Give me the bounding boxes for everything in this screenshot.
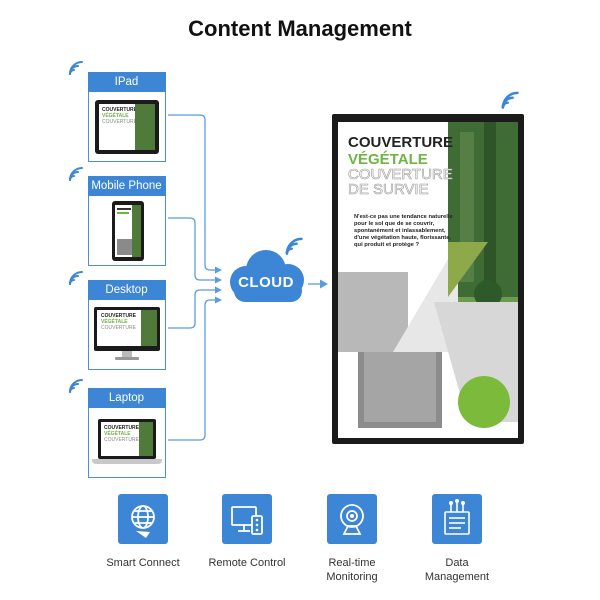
mini-title-3: COUVERTURE	[102, 119, 137, 125]
poster-title-4: DE SURVIE	[348, 181, 429, 199]
feature-label-remote-control: Remote Control	[208, 557, 286, 569]
poster-artwork	[338, 122, 518, 428]
laptop-base	[92, 459, 162, 464]
device-label-laptop: Laptop	[87, 387, 166, 408]
poster-title-1: COUVERTURE	[348, 134, 454, 151]
device-label-mobile-phone: Mobile Phone	[87, 175, 166, 196]
mini-title-3: COUVERTURE	[101, 325, 136, 331]
wifi-icon	[69, 167, 83, 181]
tablet-screen: COUVERTURE VÉGÉTALE COUVERTURE	[99, 104, 155, 150]
poster-body-text: N'est-ce pas une tendance naturelle pour…	[354, 214, 453, 248]
mini-forest-image	[135, 104, 155, 150]
phone-screen	[115, 205, 141, 257]
webcam-icon	[327, 494, 377, 544]
remote-control-icon	[222, 494, 272, 544]
mini-title-bar	[117, 208, 131, 210]
device-label-ipad: IPad	[87, 71, 166, 92]
monitor-stand	[122, 351, 132, 357]
wifi-icon	[69, 271, 83, 285]
device-card-desktop[interactable]: Desktop COUVERTURE VÉGÉTALE COUVERTURE	[87, 279, 166, 370]
mini-forest-image	[139, 422, 153, 456]
mini-title-2: VÉGÉTALE	[101, 319, 128, 325]
feature-label-data-management: Data Management	[402, 556, 512, 584]
cloud-icon	[230, 250, 304, 302]
mini-title-2: VÉGÉTALE	[102, 113, 129, 119]
mini-title-1: COUVERTURE	[102, 107, 138, 113]
mini-title-1: COUVERTURE	[101, 313, 137, 319]
feature-label-real-time-monitoring: Real-time Monitoring	[297, 556, 407, 584]
display-screen: COUVERTURE VÉGÉTALE COUVERTURE DE SURVIE…	[338, 122, 518, 438]
page-title: Content Management	[188, 16, 412, 41]
smart-connect-icon	[118, 494, 168, 544]
monitor-base	[115, 357, 139, 360]
mini-forest-image	[132, 205, 141, 257]
mini-title-bar-green	[117, 212, 129, 214]
mini-title-2: VÉGÉTALE	[104, 431, 131, 437]
laptop-screen: COUVERTURE VÉGÉTALE COUVERTURE	[101, 422, 153, 456]
cloud-wifi-icon	[285, 237, 303, 255]
mini-engraving	[117, 239, 132, 255]
display-wifi-icon	[501, 91, 519, 109]
data-management-icon	[432, 494, 482, 544]
mini-title-3: COUVERTURE	[104, 437, 139, 443]
wifi-icon	[69, 61, 83, 75]
device-card-laptop[interactable]: Laptop COUVERTURE VÉGÉTALE COUVERTURE	[87, 387, 166, 478]
device-label-desktop: Desktop	[87, 279, 166, 300]
feature-label-smart-connect: Smart Connect	[106, 557, 180, 569]
feature-label-text: Real-time Monitoring	[326, 557, 378, 583]
cloud-label: CLOUD	[238, 274, 294, 291]
monitor-screen: COUVERTURE VÉGÉTALE COUVERTURE	[97, 310, 157, 346]
mini-forest-image	[141, 310, 157, 346]
wifi-icon	[69, 379, 83, 393]
poster-title-2: VÉGÉTALE	[348, 151, 428, 168]
poster-title-3: COUVERTURE	[348, 166, 453, 184]
device-card-ipad[interactable]: IPad COUVERTURE VÉGÉTALE COUVERTURE	[87, 71, 166, 162]
feature-label-text: Data Management	[424, 557, 490, 583]
device-card-mobile-phone[interactable]: Mobile Phone	[87, 175, 166, 266]
mini-title-1: COUVERTURE	[104, 425, 140, 431]
